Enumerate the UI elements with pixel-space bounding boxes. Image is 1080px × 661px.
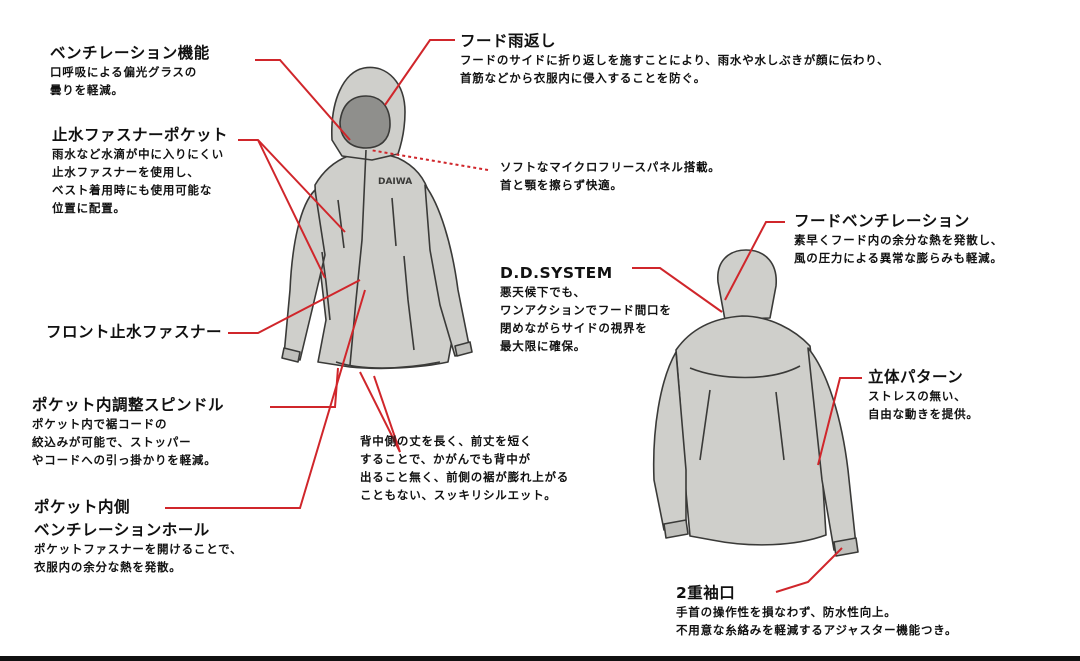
callout-front-zip: フロント止水ファスナー (46, 323, 222, 342)
leader-spindle (270, 367, 339, 408)
leader-hood-vent (724, 221, 785, 301)
back-hood (717, 249, 777, 321)
callout-spindle: ポケット内調整スピンドル ポケット内で裾コードの 絞込みが可能で、ストッパー や… (32, 396, 224, 469)
callout-hood-return: フード雨返し フードのサイドに折り返しを施すことにより、雨水や水しぶきが顔に伝わ… (460, 32, 889, 87)
callout-desc: 雨水など水滴が中に入りにくい 止水ファスナーを使用し、 ベスト着用時にも使用可能… (52, 147, 224, 215)
front-pocket-left (337, 199, 345, 249)
back-center-seam-right (775, 391, 785, 461)
back-left-sleeve (652, 351, 687, 531)
brand-mark: DAIWA (378, 177, 412, 187)
callout-desc: 素早くフード内の余分な熱を発散し、 風の圧力による異常な膨らみも軽減。 (794, 233, 1004, 265)
callout-title: フロント止水ファスナー (46, 323, 223, 341)
front-cuff-right (281, 347, 301, 363)
back-jacket (652, 249, 859, 557)
front-face-opening (339, 95, 391, 149)
callout-pattern: 立体パターン ストレスの無い、 自由な動きを提供。 (868, 368, 979, 423)
callout-title: ポケット内調整スピンドル (32, 396, 225, 414)
callout-dd-system: D.D.SYSTEM 悪天候下でも、 ワンアクションでフード間口を 閉めながらサ… (500, 264, 672, 355)
callout-hem: 背中側の丈を長く、前丈を短く することで、かがんでも背中が 出ること無く、前側の… (360, 432, 569, 504)
callout-title: 立体パターン (868, 368, 964, 386)
front-cuff-left (454, 341, 473, 357)
callout-desc: ポケットファスナーを開けることで、 衣服内の余分な熱を発散。 (34, 542, 243, 574)
callout-zip-pocket: 止水ファスナーポケット 雨水など水滴が中に入りにくい 止水ファスナーを使用し、 … (52, 126, 228, 217)
front-hem-inner (335, 361, 441, 369)
leader-hem-a (359, 371, 401, 453)
front-jacket: DAIWA (281, 66, 473, 370)
leader-lines (165, 39, 862, 593)
front-seam-left (321, 251, 331, 321)
leader-dd-system (632, 267, 723, 313)
callout-title: D.D.SYSTEM (500, 264, 613, 282)
callout-ventilation: ベンチレーション機能 口呼吸による偏光グラスの 曇りを軽減。 (50, 44, 210, 99)
callout-hood-vent: フードベンチレーション 素早くフード内の余分な熱を発散し、 風の圧力による異常な… (794, 212, 1003, 267)
back-center-seam-left (699, 389, 711, 461)
callout-title: ポケット内側 ベンチレーションホール (34, 498, 210, 539)
callout-pocket-vent: ポケット内側 ベンチレーションホール ポケットファスナーを開けることで、 衣服内… (34, 498, 242, 576)
back-body (675, 315, 827, 546)
front-left-sleeve (424, 184, 471, 357)
callout-desc: ポケット内で裾コードの 絞込みが可能で、ストッパー やコードへの引っ掛かりを軽減… (32, 417, 217, 467)
back-yoke-seam (689, 365, 801, 379)
leader-cuff (775, 547, 843, 593)
callout-desc: 口呼吸による偏光グラスの 曇りを軽減。 (50, 65, 198, 97)
leader-pocket-vent (165, 289, 366, 509)
leader-ventilation (255, 59, 351, 141)
callout-fleece: ソフトなマイクロフリースパネル搭載。 首と顎を擦らず快適。 (500, 158, 721, 194)
leader-hood-return (384, 39, 455, 106)
callout-title: フード雨返し (460, 32, 557, 50)
back-cuff-left (663, 519, 689, 539)
leader-front-zip (228, 279, 361, 334)
leader-zip-pocket-b (257, 139, 326, 279)
leader-fleece (369, 149, 489, 171)
callout-title: 止水ファスナーポケット (52, 126, 229, 144)
callout-title: フードベンチレーション (794, 212, 970, 230)
leader-pattern (817, 377, 862, 466)
callout-desc: 悪天候下でも、 ワンアクションでフード間口を 閉めながらサイドの視界を 最大限に… (500, 285, 672, 353)
callout-desc: フードのサイドに折り返しを施すことにより、雨水や水しぶきが顔に伝わり、 首筋など… (460, 53, 890, 85)
front-pocket-right (391, 197, 397, 247)
bottom-border (0, 656, 1080, 661)
callout-title: 2重袖口 (676, 584, 736, 602)
callout-desc: 背中側の丈を長く、前丈を短く することで、かがんでも背中が 出ること無く、前側の… (360, 434, 570, 502)
callout-desc: 手首の操作性を損なわず、防水性向上。 不用意な糸絡みを軽減するアジャスター機能つ… (676, 605, 958, 637)
callout-desc: ストレスの無い、 自由な動きを提供。 (868, 389, 979, 421)
back-cuff-right (833, 537, 859, 557)
callout-desc: ソフトなマイクロフリースパネル搭載。 首と顎を擦らず快適。 (500, 160, 721, 192)
leader-hem-b (373, 375, 401, 453)
front-right-sleeve (283, 189, 326, 361)
front-seam-right (403, 255, 415, 351)
callout-cuff: 2重袖口 手首の操作性を損なわず、防水性向上。 不用意な糸絡みを軽減するアジャス… (676, 584, 957, 639)
callout-title: ベンチレーション機能 (50, 44, 210, 62)
